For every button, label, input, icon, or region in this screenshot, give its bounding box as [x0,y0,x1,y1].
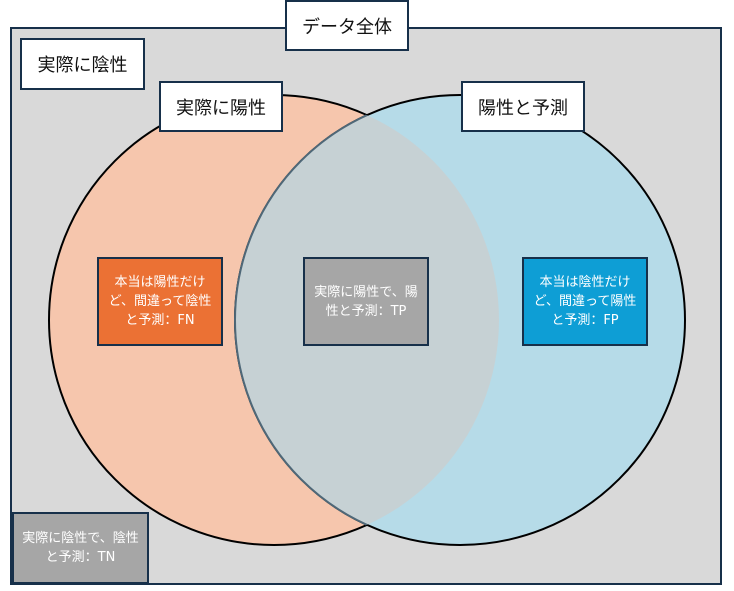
true-negative-box: 実際に陰性で、陰性と予測：TN [12,512,149,584]
false-positive-box: 本当は陰性だけど、間違って陽性と予測：FP [522,257,648,346]
false-negative-box: 本当は陽性だけど、間違って陰性と予測：FN [97,257,223,346]
title-label: データ全体 [285,0,409,51]
actual-positive-label: 実際に陽性 [159,81,283,132]
predicted-positive-label: 陽性と予測 [461,81,585,132]
true-positive-box: 実際に陽性で、陽性と予測：TP [303,257,429,346]
overlap-region [234,95,499,545]
actual-negative-label: 実際に陰性 [20,38,145,90]
